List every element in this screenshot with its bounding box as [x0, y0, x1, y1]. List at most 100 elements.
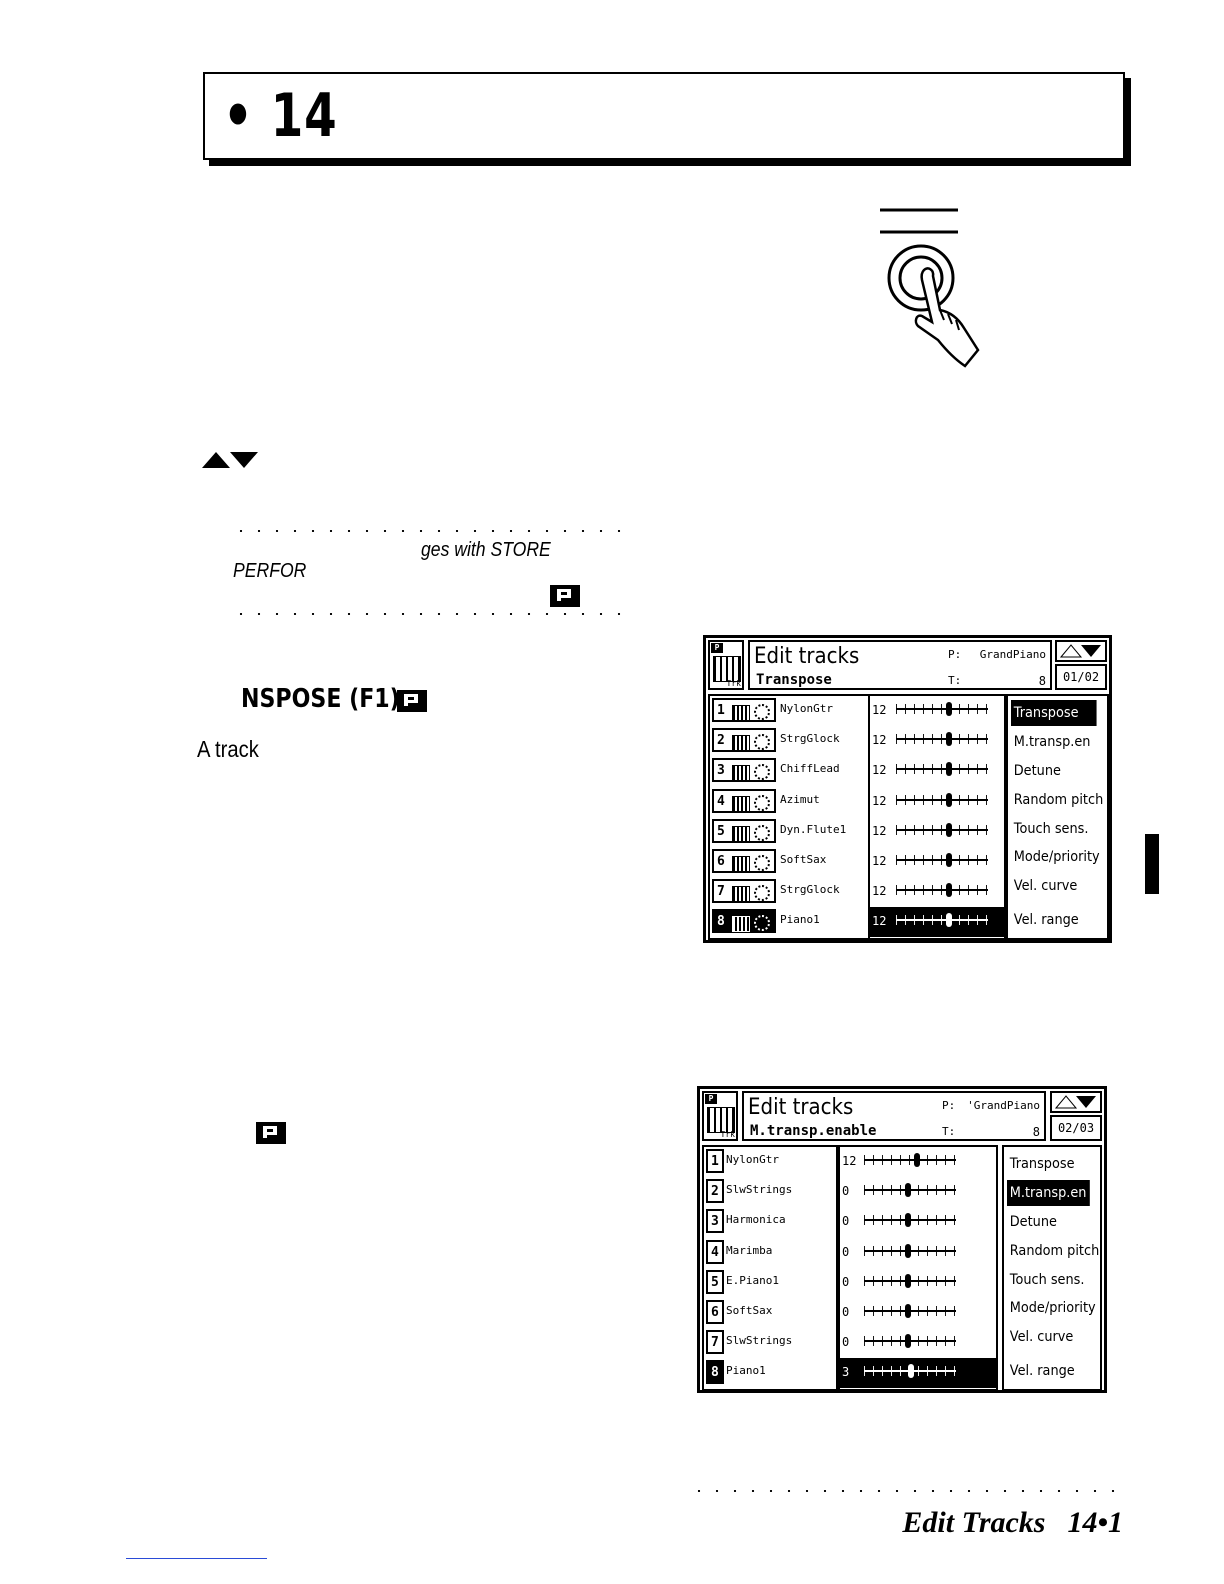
- value-row[interactable]: 12: [870, 877, 1004, 907]
- menu-item[interactable]: Detune: [1009, 1214, 1057, 1230]
- slider-knob[interactable]: [946, 853, 953, 867]
- value-row[interactable]: 12: [870, 726, 1004, 756]
- value-slider[interactable]: [864, 1273, 956, 1288]
- menu-item[interactable]: Random pitch: [1009, 1243, 1100, 1259]
- menu-item[interactable]: Vel. curve: [1013, 878, 1078, 894]
- value-number: 0: [842, 1244, 850, 1259]
- track-number-button[interactable]: 5: [706, 1269, 724, 1294]
- value-row[interactable]: 12: [870, 847, 1004, 877]
- value-slider[interactable]: [896, 913, 988, 928]
- track-number-button[interactable]: 3: [712, 758, 776, 783]
- menu-item[interactable]: Vel. range: [1013, 912, 1079, 928]
- value-row[interactable]: 0: [840, 1328, 996, 1358]
- value-slider[interactable]: [896, 883, 988, 898]
- menu-item[interactable]: Mode/priority: [1009, 1300, 1096, 1316]
- menu-item[interactable]: Vel. curve: [1009, 1329, 1074, 1345]
- value-slider[interactable]: [864, 1364, 956, 1379]
- page-up-down-button[interactable]: [1055, 640, 1107, 662]
- menu-item[interactable]: Touch sens.: [1013, 821, 1089, 837]
- value-slider[interactable]: [896, 822, 988, 837]
- value-row[interactable]: 3: [840, 1358, 996, 1389]
- track-number-button[interactable]: 4: [712, 788, 776, 813]
- value-row[interactable]: 0: [840, 1177, 996, 1207]
- slider-knob[interactable]: [946, 702, 953, 716]
- slider-knob[interactable]: [946, 732, 953, 747]
- value-row[interactable]: 12: [870, 787, 1004, 817]
- value-slider[interactable]: [864, 1213, 956, 1228]
- menu-item[interactable]: Mode/priority: [1013, 849, 1100, 865]
- track-number-button[interactable]: 1: [706, 1149, 724, 1173]
- menu-item[interactable]: Transpose: [1011, 700, 1097, 726]
- track-number-button[interactable]: 1: [712, 698, 776, 722]
- track-number-button[interactable]: 6: [712, 849, 776, 873]
- track-number-button[interactable]: 7: [706, 1330, 724, 1355]
- slider-knob[interactable]: [905, 1273, 912, 1288]
- value-row[interactable]: 12: [870, 696, 1004, 726]
- value-row[interactable]: 12: [870, 907, 1004, 938]
- slider-knob[interactable]: [914, 1153, 921, 1167]
- menu-item[interactable]: Transpose: [1009, 1156, 1075, 1172]
- slider-knob[interactable]: [946, 762, 953, 777]
- slider-knob[interactable]: [905, 1183, 912, 1198]
- slider-knob[interactable]: [907, 1364, 914, 1379]
- menu-item[interactable]: M.transp.en: [1007, 1180, 1090, 1206]
- value-row[interactable]: 12: [870, 756, 1004, 786]
- value-row[interactable]: 0: [840, 1298, 996, 1328]
- track-number-button[interactable]: 2: [706, 1179, 724, 1204]
- menu-item[interactable]: Touch sens.: [1009, 1272, 1085, 1288]
- track-number-button[interactable]: 2: [712, 728, 776, 753]
- track-number-button[interactable]: 8: [712, 909, 776, 934]
- track-number-button[interactable]: 5: [712, 818, 776, 843]
- value-row[interactable]: 12: [870, 817, 1004, 847]
- value-slider[interactable]: [864, 1243, 956, 1258]
- value-slider[interactable]: [896, 732, 988, 747]
- value-slider[interactable]: [864, 1304, 956, 1318]
- track-number-button[interactable]: 8: [706, 1360, 724, 1385]
- value-row[interactable]: 0: [840, 1207, 996, 1237]
- value-slider[interactable]: [896, 853, 988, 867]
- slider-knob[interactable]: [946, 792, 953, 807]
- slider-knob[interactable]: [905, 1243, 912, 1258]
- value-slider[interactable]: [896, 702, 988, 716]
- slider-knob[interactable]: [905, 1304, 912, 1318]
- value-row[interactable]: 0: [840, 1268, 996, 1298]
- slider-knob[interactable]: [946, 883, 953, 898]
- slider-knob[interactable]: [905, 1334, 912, 1349]
- page-up-down-button[interactable]: [1050, 1091, 1102, 1113]
- value-slider[interactable]: [864, 1334, 956, 1349]
- slider-knob[interactable]: [946, 822, 953, 837]
- value-row[interactable]: 0: [840, 1238, 996, 1268]
- track-number-button[interactable]: 4: [706, 1239, 724, 1264]
- slider-knob[interactable]: [946, 913, 953, 928]
- track-number-button[interactable]: 6: [706, 1300, 724, 1324]
- menu-item[interactable]: Random pitch: [1013, 792, 1104, 808]
- track-number-button[interactable]: 3: [706, 1209, 724, 1234]
- menu-item[interactable]: Vel. range: [1009, 1363, 1075, 1379]
- value-slider[interactable]: [864, 1183, 956, 1198]
- menu-item[interactable]: Detune: [1013, 763, 1061, 779]
- value-slider[interactable]: [896, 762, 988, 777]
- value-slider[interactable]: [864, 1153, 956, 1167]
- menu-item[interactable]: M.transp.en: [1013, 734, 1091, 750]
- value-slider[interactable]: [896, 792, 988, 807]
- slider-knob[interactable]: [905, 1213, 912, 1228]
- track-number-button[interactable]: 7: [712, 879, 776, 904]
- value-row[interactable]: 12: [840, 1147, 996, 1177]
